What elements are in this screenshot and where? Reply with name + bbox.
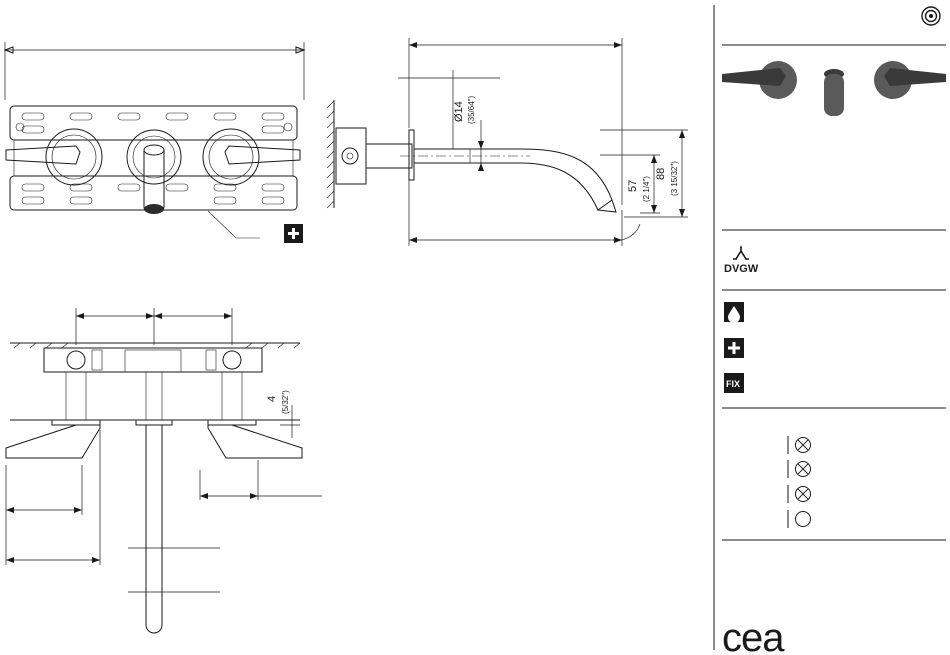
brand-logo: cea bbox=[722, 616, 785, 655]
height-57-label: 57 bbox=[627, 180, 639, 192]
height-88-sub-label: (3 15/32") bbox=[670, 161, 679, 196]
plus-badge bbox=[284, 224, 303, 243]
fix-badge: FIX bbox=[724, 373, 744, 393]
plan-view bbox=[6, 308, 322, 633]
gap-sub-label: (5/32") bbox=[281, 390, 290, 414]
height-88-label: 88 bbox=[655, 168, 667, 180]
gap-label: 4 bbox=[266, 396, 278, 402]
plus-badge-sidebar bbox=[724, 338, 744, 358]
diameter-sub-label: (35/64") bbox=[467, 95, 476, 124]
water-drop-badge bbox=[724, 302, 744, 323]
crossed-circle-icon bbox=[796, 487, 811, 502]
diameter-label: Ø14 bbox=[453, 101, 465, 122]
flow-rows bbox=[788, 436, 811, 528]
concentric-circles-icon bbox=[922, 7, 940, 25]
fix-label: FIX bbox=[726, 379, 740, 389]
dvgw-text: DVGW bbox=[724, 263, 759, 275]
side-view bbox=[327, 38, 688, 246]
height-57-sub-label: (2 1/4") bbox=[642, 176, 651, 202]
sidebar: DVGW FIX bbox=[714, 5, 946, 655]
front-view bbox=[5, 42, 304, 243]
open-circle-icon bbox=[796, 512, 811, 527]
product-thumbnails bbox=[722, 61, 946, 116]
dvgw-logo: DVGW bbox=[724, 245, 759, 275]
crossed-circle-icon bbox=[796, 462, 811, 477]
crossed-circle-icon bbox=[796, 438, 811, 453]
